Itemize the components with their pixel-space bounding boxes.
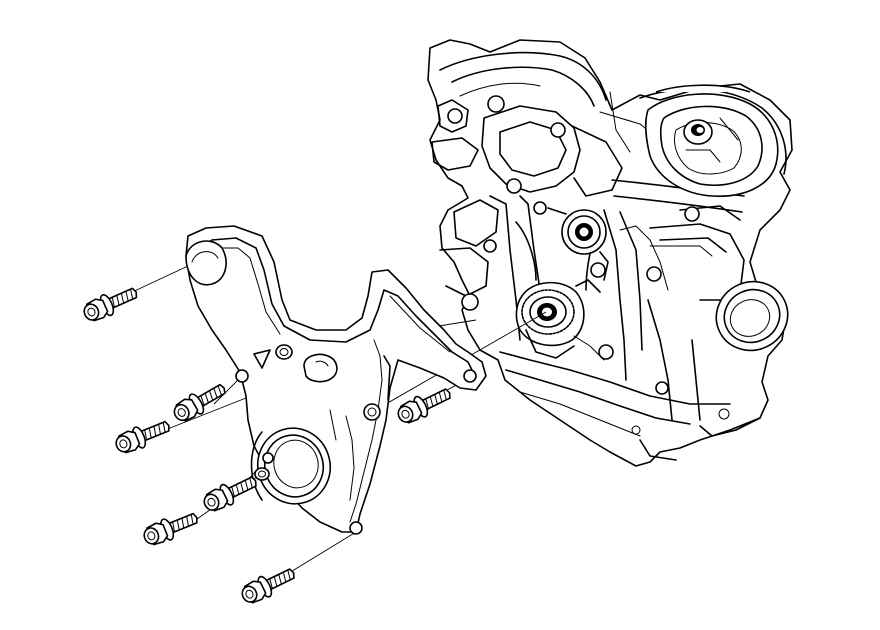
accessory-pulley	[655, 84, 751, 93]
mounting-bolt	[139, 506, 202, 550]
mounting-bolt	[169, 377, 231, 427]
tensioner-pulley	[533, 201, 609, 281]
crankshaft-sprocket	[515, 279, 605, 361]
mounting-bolt	[393, 382, 456, 428]
lower-timing-cover	[185, 225, 487, 535]
camshaft-pulley	[645, 93, 779, 197]
mounting-bolt	[237, 562, 300, 608]
mounting-bolt	[199, 470, 262, 516]
crankshaft-oil-seal	[715, 280, 789, 352]
dowel-pin	[275, 344, 293, 360]
mounting-bolt	[111, 414, 174, 458]
dowel-pin	[254, 467, 270, 481]
mounting-bolt	[79, 281, 142, 326]
